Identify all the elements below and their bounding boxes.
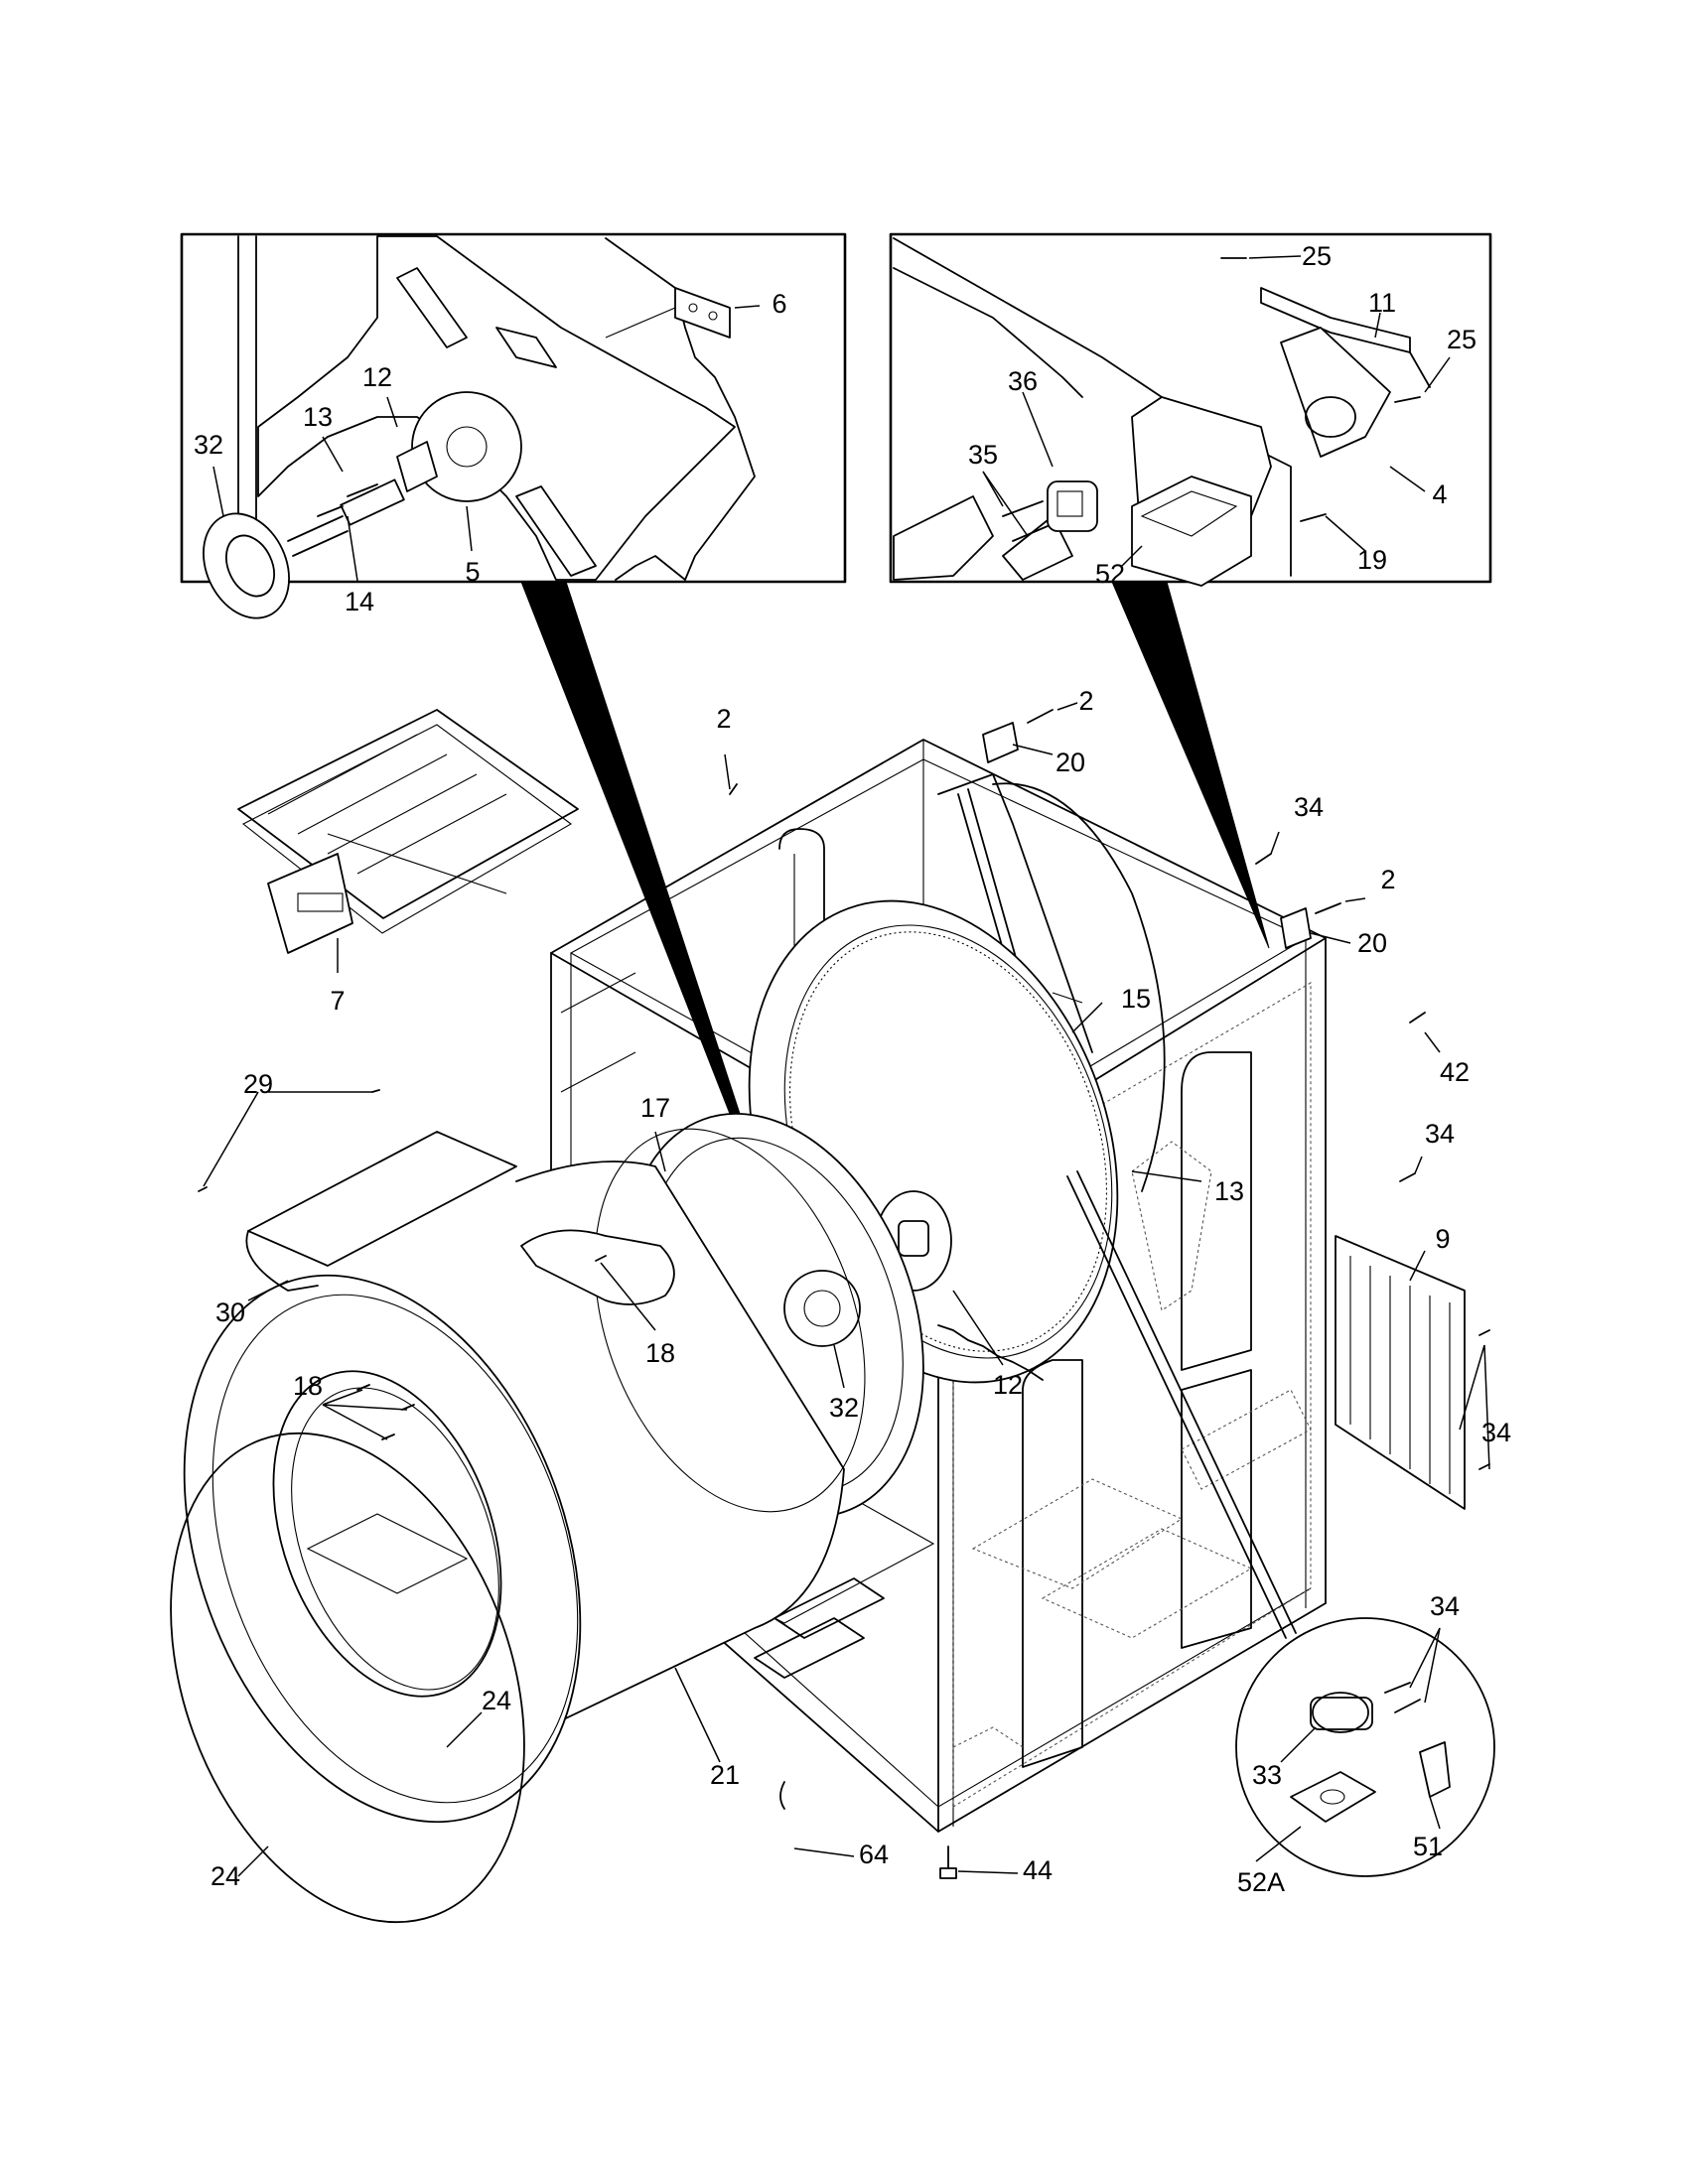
- label-34: 34: [1481, 1418, 1511, 1447]
- label-2: 2: [1078, 686, 1093, 716]
- label-2: 2: [1380, 865, 1395, 894]
- label-20: 20: [1055, 748, 1085, 777]
- label-17: 17: [640, 1093, 670, 1123]
- thermostat-callout: [1066, 1170, 1495, 1877]
- hardware: [198, 709, 1490, 1879]
- label-20: 20: [1357, 928, 1387, 958]
- label-44: 44: [1023, 1855, 1053, 1885]
- label-29: 29: [243, 1069, 273, 1099]
- label-12: 12: [993, 1370, 1023, 1400]
- label-42: 42: [1440, 1057, 1470, 1087]
- label-15: 15: [1121, 984, 1151, 1014]
- label-64: 64: [859, 1840, 889, 1869]
- rear-access-panel: [1335, 1235, 1466, 1510]
- label-21: 21: [710, 1760, 740, 1790]
- label-32: 32: [194, 430, 223, 460]
- label-52: 52: [1095, 559, 1125, 589]
- label-25: 25: [1447, 325, 1477, 354]
- drum: [170, 1128, 866, 1924]
- label-11: 11: [1368, 288, 1396, 318]
- label-5: 5: [465, 557, 480, 587]
- label-12: 12: [362, 362, 392, 392]
- label-52A: 52A: [1237, 1867, 1285, 1897]
- inset-left: [180, 232, 847, 619]
- inset-left-pointer: [520, 581, 790, 1267]
- inset-right-pointer: [1111, 581, 1270, 949]
- label-13: 13: [1214, 1176, 1244, 1206]
- label-51: 51: [1413, 1832, 1443, 1861]
- label-36: 36: [1008, 366, 1038, 396]
- label-34: 34: [1430, 1591, 1460, 1621]
- label-24: 24: [482, 1686, 511, 1715]
- main-labels: 2 2 20 34 2 20 7 15 42 29 17 34 13 9 30 …: [211, 686, 1511, 1897]
- front-duct: [245, 1131, 517, 1292]
- label-35: 35: [968, 440, 998, 470]
- label-18: 18: [293, 1371, 323, 1401]
- label-25: 25: [1302, 241, 1332, 271]
- label-14: 14: [345, 587, 374, 616]
- inset-left-labels: 6 12 13 32 14 5: [194, 289, 787, 616]
- lint-screen-rack: [237, 709, 579, 954]
- inset-right: [889, 232, 1492, 587]
- label-34: 34: [1294, 792, 1324, 822]
- leader-lines: [203, 702, 1490, 1877]
- label-24: 24: [211, 1861, 240, 1891]
- label-18: 18: [645, 1338, 675, 1368]
- label-9: 9: [1435, 1224, 1450, 1254]
- inset-right-labels: 25 11 25 36 35 4 19 52: [968, 241, 1477, 589]
- label-19: 19: [1357, 545, 1387, 575]
- label-7: 7: [330, 986, 345, 1016]
- label-13: 13: [303, 402, 333, 432]
- label-4: 4: [1432, 479, 1447, 509]
- label-33: 33: [1252, 1760, 1282, 1790]
- label-32: 32: [829, 1393, 859, 1423]
- label-6: 6: [772, 289, 786, 319]
- label-30: 30: [215, 1297, 245, 1327]
- label-34: 34: [1425, 1119, 1455, 1149]
- label-2: 2: [716, 704, 731, 734]
